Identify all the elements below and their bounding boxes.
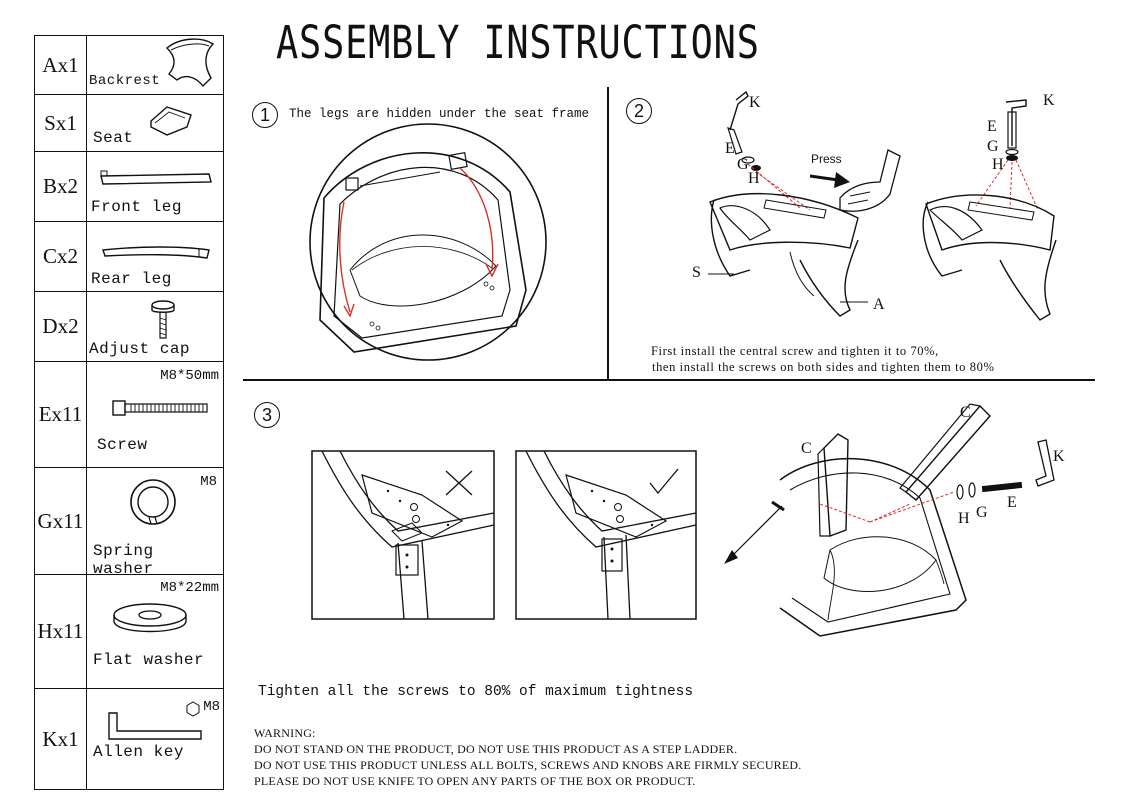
part-row-backrest: Ax1 Backrest: [35, 36, 223, 95]
press-label: Press: [811, 152, 842, 166]
part-spec: M8: [200, 474, 217, 490]
part-code: Kx1: [35, 689, 87, 789]
step-3-number: 3: [254, 402, 280, 428]
part-row-seat: Sx1 Seat: [35, 95, 223, 152]
front-leg-icon: [100, 170, 212, 185]
part-name: Front leg: [91, 198, 182, 216]
warning-line: DO NOT STAND ON THE PRODUCT, DO NOT USE …: [254, 742, 738, 756]
label-g-right: G: [987, 138, 999, 155]
label-c-left: C: [801, 440, 812, 457]
part-row-front-leg: Bx2 Front leg: [35, 152, 223, 222]
step-3-note: Tighten all the screws to 80% of maximum…: [258, 684, 694, 700]
label-c-top: C: [960, 404, 971, 421]
part-row-flat-washer: Hx11 M8*22mm Flat washer: [35, 575, 223, 689]
divider-horizontal: [243, 379, 1095, 381]
seat-icon: [150, 106, 192, 136]
label-e-step3: E: [1007, 494, 1017, 511]
part-name: Backrest: [89, 73, 161, 89]
part-row-adjust-cap: Dx2 Adjust cap: [35, 292, 223, 362]
step-3-wrong-detail: [311, 450, 495, 620]
part-name: Allen key: [93, 743, 184, 761]
step-1-number: 1: [252, 102, 278, 128]
part-spec: M8: [203, 699, 220, 715]
label-h-step3: H: [958, 510, 970, 527]
label-s: S: [692, 264, 701, 281]
label-a: A: [873, 296, 885, 313]
part-name: Spring washer: [93, 542, 154, 578]
part-row-allen-key: Kx1 M8 Allen key: [35, 689, 223, 789]
label-g: G: [737, 156, 749, 173]
part-name: Seat: [93, 129, 134, 147]
label-h-right: H: [992, 156, 1004, 173]
backrest-icon: [165, 38, 215, 88]
step-1-note: The legs are hidden under the seat frame: [289, 107, 590, 121]
adjust-cap-icon: [151, 300, 175, 339]
label-e: E: [725, 140, 735, 157]
part-code: Sx1: [35, 95, 87, 151]
parts-list: Ax1 Backrest Sx1 Seat Bx2 Front leg Cx2 …: [34, 35, 224, 790]
part-code: Gx11: [35, 468, 87, 574]
part-name: Screw: [97, 436, 148, 454]
part-code: Cx2: [35, 222, 87, 291]
label-h: H: [748, 170, 760, 187]
warning-line: PLEASE DO NOT USE KNIFE TO OPEN ANY PART…: [254, 774, 696, 788]
rear-leg-icon: [102, 246, 210, 259]
step-2-number: 2: [626, 98, 652, 124]
warning-block: WARNING: DO NOT STAND ON THE PRODUCT, DO…: [254, 725, 801, 789]
page-title: ASSEMBLY INSTRUCTIONS: [276, 16, 760, 69]
part-name: Rear leg: [91, 270, 172, 288]
label-k-right: K: [1043, 92, 1055, 109]
part-row-rear-leg: Cx2 Rear leg: [35, 222, 223, 292]
warning-heading: WARNING:: [254, 726, 316, 740]
part-code: Ax1: [35, 36, 87, 94]
label-k: K: [749, 94, 761, 111]
part-name: Adjust cap: [89, 340, 191, 358]
part-name: Flat washer: [93, 651, 205, 669]
hex-icon: [186, 701, 200, 717]
label-k-step3: K: [1053, 448, 1065, 465]
label-g-step3: G: [976, 504, 988, 521]
part-code: Hx11: [35, 575, 87, 688]
divider-vertical: [607, 87, 609, 379]
step-2-note-line-1: First install the central screw and tigh…: [651, 344, 939, 358]
step-3-correct-detail: [515, 450, 697, 620]
step-2-illustration: [708, 90, 1057, 321]
part-code: Dx2: [35, 292, 87, 361]
part-code: Bx2: [35, 152, 87, 221]
part-row-screw: Ex11 M8*50mm Screw: [35, 362, 223, 468]
part-row-spring-washer: Gx11 M8 Spring washer: [35, 468, 223, 578]
spring-washer-icon: [130, 479, 176, 525]
part-spec: M8*22mm: [160, 580, 219, 596]
allen-key-icon: [108, 712, 202, 740]
screw-icon: [112, 400, 208, 416]
flat-washer-icon: [113, 603, 187, 633]
step-3-illustration: [724, 403, 1055, 637]
step-1-illustration: [309, 123, 547, 361]
warning-line: DO NOT USE THIS PRODUCT UNLESS ALL BOLTS…: [254, 758, 802, 772]
part-spec: M8*50mm: [160, 368, 219, 384]
part-code: Ex11: [35, 362, 87, 467]
label-e-right: E: [987, 118, 997, 135]
step-2-note-line-2: then install the screws on both sides an…: [652, 360, 995, 374]
